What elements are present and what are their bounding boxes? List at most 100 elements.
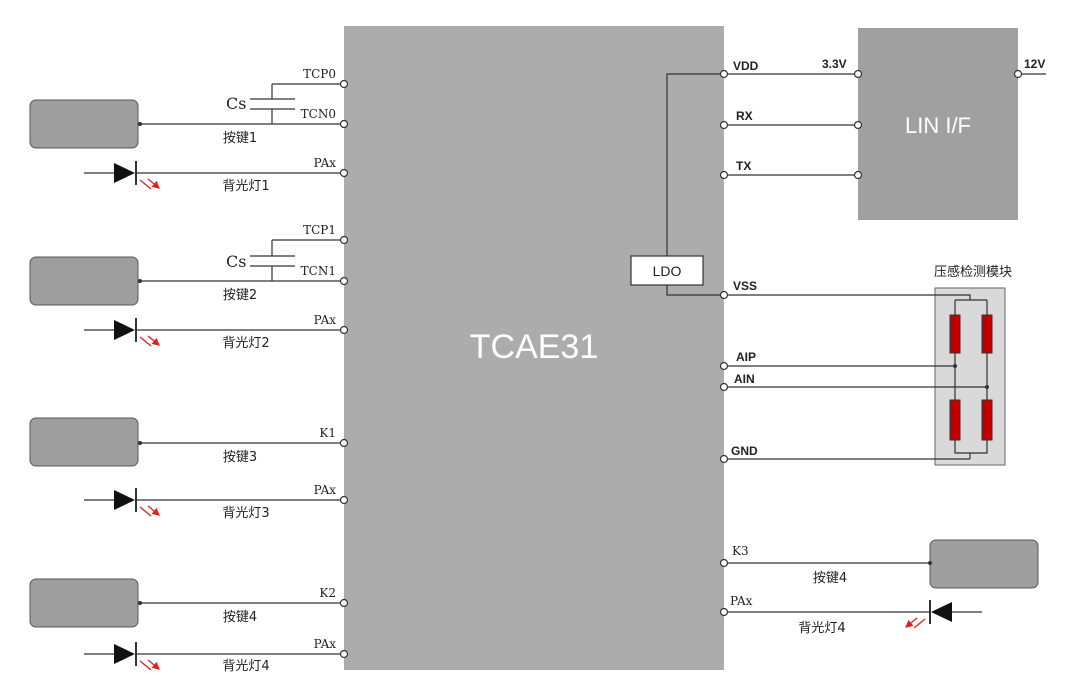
bridge-mid-wire (954, 353, 988, 400)
tcp0-wire (271, 83, 344, 99)
cap2-plates (250, 255, 295, 267)
lin-pin-rx (853, 120, 863, 130)
led2-label: 背光灯2 (222, 336, 269, 351)
pin-vss (719, 290, 729, 300)
pin-label-vss: VSS (733, 279, 757, 293)
key2-pad (29, 256, 139, 306)
pin-label-k3: K3 (732, 544, 749, 558)
key2-label: 按键2 (223, 288, 257, 303)
ain-node (985, 385, 989, 389)
led1-light-icon (139, 178, 159, 189)
led2-light-icon (139, 335, 159, 346)
pin-rx (719, 120, 729, 130)
led4-light-icon (139, 659, 159, 670)
key2-node (138, 279, 142, 283)
led3-light-icon (139, 505, 159, 516)
pin-label-pax1: PAx (314, 156, 337, 170)
ldo-label: LDO (653, 263, 682, 279)
resistor-3 (949, 399, 961, 441)
pin-label-pax3: PAx (314, 483, 337, 497)
led1-diode-icon (114, 163, 135, 183)
led4-diode-icon (114, 644, 135, 664)
pin-pax2 (339, 325, 349, 335)
pin-gnd (719, 454, 729, 464)
pin-ain (719, 382, 729, 392)
pin-pax3 (339, 495, 349, 505)
led-right-diode-icon (931, 602, 952, 622)
voltage-3v3: 3.3V (822, 57, 847, 71)
bridge-top-wire (954, 299, 988, 315)
ldo-loop-wire (666, 73, 724, 296)
pin-pax1 (339, 168, 349, 178)
vss-wire (724, 294, 971, 300)
resistor-2 (981, 314, 993, 354)
pin-k3 (719, 558, 729, 568)
lin-pin-tx (853, 170, 863, 180)
pin-label-tcn1: TCN1 (301, 264, 336, 278)
pin-tcp1 (339, 235, 349, 245)
led2-diode-icon (114, 320, 135, 340)
key3-pad (29, 417, 139, 467)
lin-module (858, 28, 1018, 220)
lin-pin-12v (1013, 69, 1023, 79)
pin-label-rx: RX (736, 109, 753, 123)
key4-right-pad (929, 539, 1039, 589)
pin-label-gnd: GND (731, 444, 758, 458)
pin-label-k2: K2 (319, 586, 336, 600)
resistor-4 (981, 399, 993, 441)
lin-pin-vdd (853, 69, 863, 79)
aip-node (953, 364, 957, 368)
led1-label: 背光灯1 (222, 179, 269, 194)
pin-label-pax-right: PAx (730, 594, 753, 608)
pin-tcn0 (339, 119, 349, 129)
key1-node (138, 122, 142, 126)
voltage-12v: 12V (1024, 57, 1045, 71)
pin-tcp0 (339, 79, 349, 89)
pin-tx (719, 170, 729, 180)
cap1-label: Cs (226, 94, 246, 113)
led4-right-label: 背光灯4 (798, 621, 845, 636)
key3-node (138, 441, 142, 445)
chip-body (344, 26, 724, 670)
pin-label-tcn0: TCN0 (301, 107, 336, 121)
sensor-title: 压感检测模块 (934, 264, 1012, 280)
pin-tcn1 (339, 276, 349, 286)
ldo-box (630, 255, 704, 286)
key1-pad (29, 99, 139, 149)
cap1-plates (250, 98, 295, 110)
led3-diode-icon (114, 490, 135, 510)
led-right-light-icon (906, 617, 926, 628)
pin-aip (719, 361, 729, 371)
pin-pax-right (719, 607, 729, 617)
key1-label: 按键1 (223, 131, 257, 146)
pin-label-tcp0: TCP0 (303, 67, 336, 81)
pin-k2 (339, 598, 349, 608)
pin-label-tcp1: TCP1 (303, 223, 336, 237)
key4-left-pad (29, 578, 139, 628)
chip-name: TCAE31 (470, 328, 599, 366)
key4-right-node (928, 561, 932, 565)
pin-k1 (339, 438, 349, 448)
resistor-1 (949, 314, 961, 354)
pin-label-tx: TX (736, 159, 751, 173)
key4-left-node (138, 601, 142, 605)
key3-label: 按键3 (223, 450, 257, 465)
key4-right-label: 按键4 (813, 571, 847, 586)
pin-label-vdd: VDD (733, 59, 759, 73)
bridge-bottom-wire (954, 440, 988, 454)
led3-label: 背光灯3 (222, 506, 269, 521)
led4-left-label: 背光灯4 (222, 659, 269, 674)
pin-label-ain: AIN (734, 372, 755, 386)
sensor-module (934, 287, 1006, 466)
key4-left-label: 按键4 (223, 610, 257, 625)
pin-label-k1: K1 (319, 426, 336, 440)
pin-pax4 (339, 649, 349, 659)
tcp1-wire (271, 239, 344, 256)
pin-label-pax4: PAx (314, 637, 337, 651)
cap2-label: Cs (226, 252, 246, 271)
pin-label-pax2: PAx (314, 313, 337, 327)
pin-label-aip: AIP (736, 350, 756, 364)
lin-label: LIN I/F (905, 113, 971, 138)
pin-vdd (719, 69, 729, 79)
